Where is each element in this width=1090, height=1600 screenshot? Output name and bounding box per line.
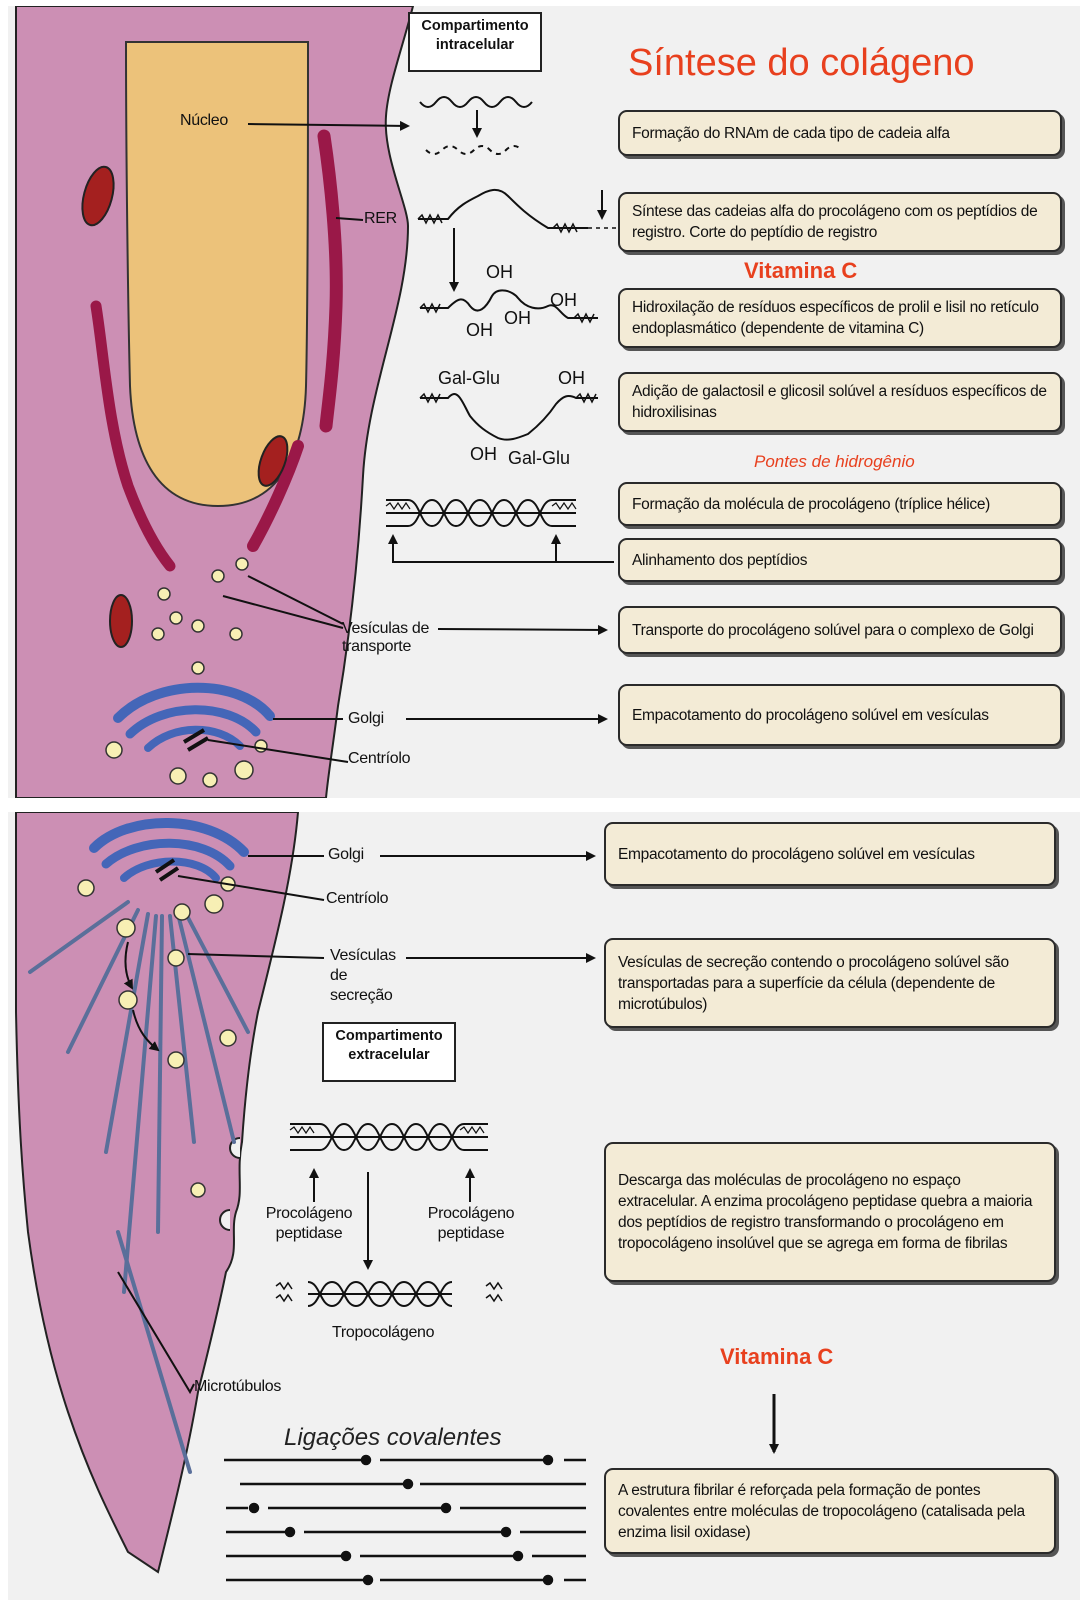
step-box-packaging: Empacotamento do procolágeno solúvel em … — [618, 684, 1062, 746]
vitamin-c-label-top: Vitamina C — [744, 258, 857, 284]
step-box-hydroxylation: Hidroxilação de resíduos específicos de … — [618, 288, 1062, 348]
alpha-chain — [418, 190, 588, 228]
microtubules-label: Microtúbulos — [194, 1378, 281, 1396]
oh-label-5: OH — [558, 368, 585, 389]
mrna-strand — [420, 97, 532, 107]
step-box-glycosylation: Adição de galactosil e glicosil solúvel … — [618, 372, 1062, 432]
step-box-triple-helix: Formação da molécula de procolágeno (trí… — [618, 482, 1062, 526]
nucleus-label: Núcleo — [180, 112, 228, 130]
procollagen-triple-helix — [386, 500, 576, 526]
step-box-mrna: Formação do RNAm de cada tipo de cadeia … — [618, 110, 1062, 156]
mrna-dashed — [426, 146, 522, 154]
step-box-discharge: Descarga das moléculas de procolágeno no… — [604, 1142, 1056, 1282]
step-box-alignment: Alinhamento dos peptídios — [618, 538, 1062, 582]
intracellular-panel: Síntese do colágeno Compartimento intrac… — [8, 6, 1080, 798]
vesicles-arrow — [438, 629, 606, 630]
page-title: Síntese do colágeno — [628, 42, 975, 85]
centriole-label-bottom: Centríolo — [326, 890, 388, 908]
oh-label-1: OH — [486, 262, 513, 283]
tropocollagen-helix — [276, 1282, 502, 1306]
transport-vesicles-label: Vesículas de transporte — [342, 620, 432, 656]
covalent-bonds-label: Ligações covalentes — [284, 1424, 501, 1452]
glycosylated-chain — [420, 394, 598, 440]
extracellular-panel: Golgi Centríolo Vesículas de secreção Co… — [8, 812, 1080, 1600]
secretion-vesicles-label: Vesículas de secreção — [330, 946, 410, 1006]
centriole-label: Centríolo — [348, 750, 410, 768]
tropocollagen-label: Tropocolágeno — [332, 1324, 434, 1342]
step-box-secretion: Vesículas de secreção contendo o procolá… — [604, 938, 1056, 1028]
galglu-label-2: Gal-Glu — [508, 448, 570, 469]
step-box-transport: Transporte do procolágeno solúvel para o… — [618, 606, 1062, 654]
oh-label-6: OH — [470, 444, 497, 465]
galglu-label-1: Gal-Glu — [438, 368, 500, 389]
peptidase-label-right: Procolágeno peptidase — [416, 1204, 526, 1244]
procollagen-helix-bottom — [290, 1124, 488, 1150]
hydrogen-bridges-label: Pontes de hidrogênio — [754, 452, 915, 472]
step-box-fibril-reinforcement: A estrutura fibrilar é reforçada pela fo… — [604, 1468, 1056, 1554]
oh-label-2: OH — [466, 320, 493, 341]
golgi-label: Golgi — [348, 710, 384, 728]
covalent-fibrils — [224, 1456, 586, 1584]
oh-label-4: OH — [550, 290, 577, 311]
step-box-packaging-bottom: Empacotamento do procolágeno solúvel em … — [604, 822, 1056, 886]
extracellular-compartment-label: Compartimento extracelular — [322, 1022, 456, 1082]
intracellular-compartment-label: Compartimento intracelular — [408, 12, 542, 72]
mitochondrion-3 — [110, 595, 132, 647]
peptidase-label-left: Procolágeno peptidase — [254, 1204, 364, 1244]
oh-label-3: OH — [504, 308, 531, 329]
golgi-label-bottom: Golgi — [328, 846, 364, 864]
step-box-alpha-synthesis: Síntese das cadeias alfa do procolágeno … — [618, 192, 1062, 252]
rer-label: RER — [364, 210, 397, 228]
alignment-connector — [393, 536, 614, 562]
vitamin-c-label-bottom: Vitamina C — [720, 1344, 833, 1370]
